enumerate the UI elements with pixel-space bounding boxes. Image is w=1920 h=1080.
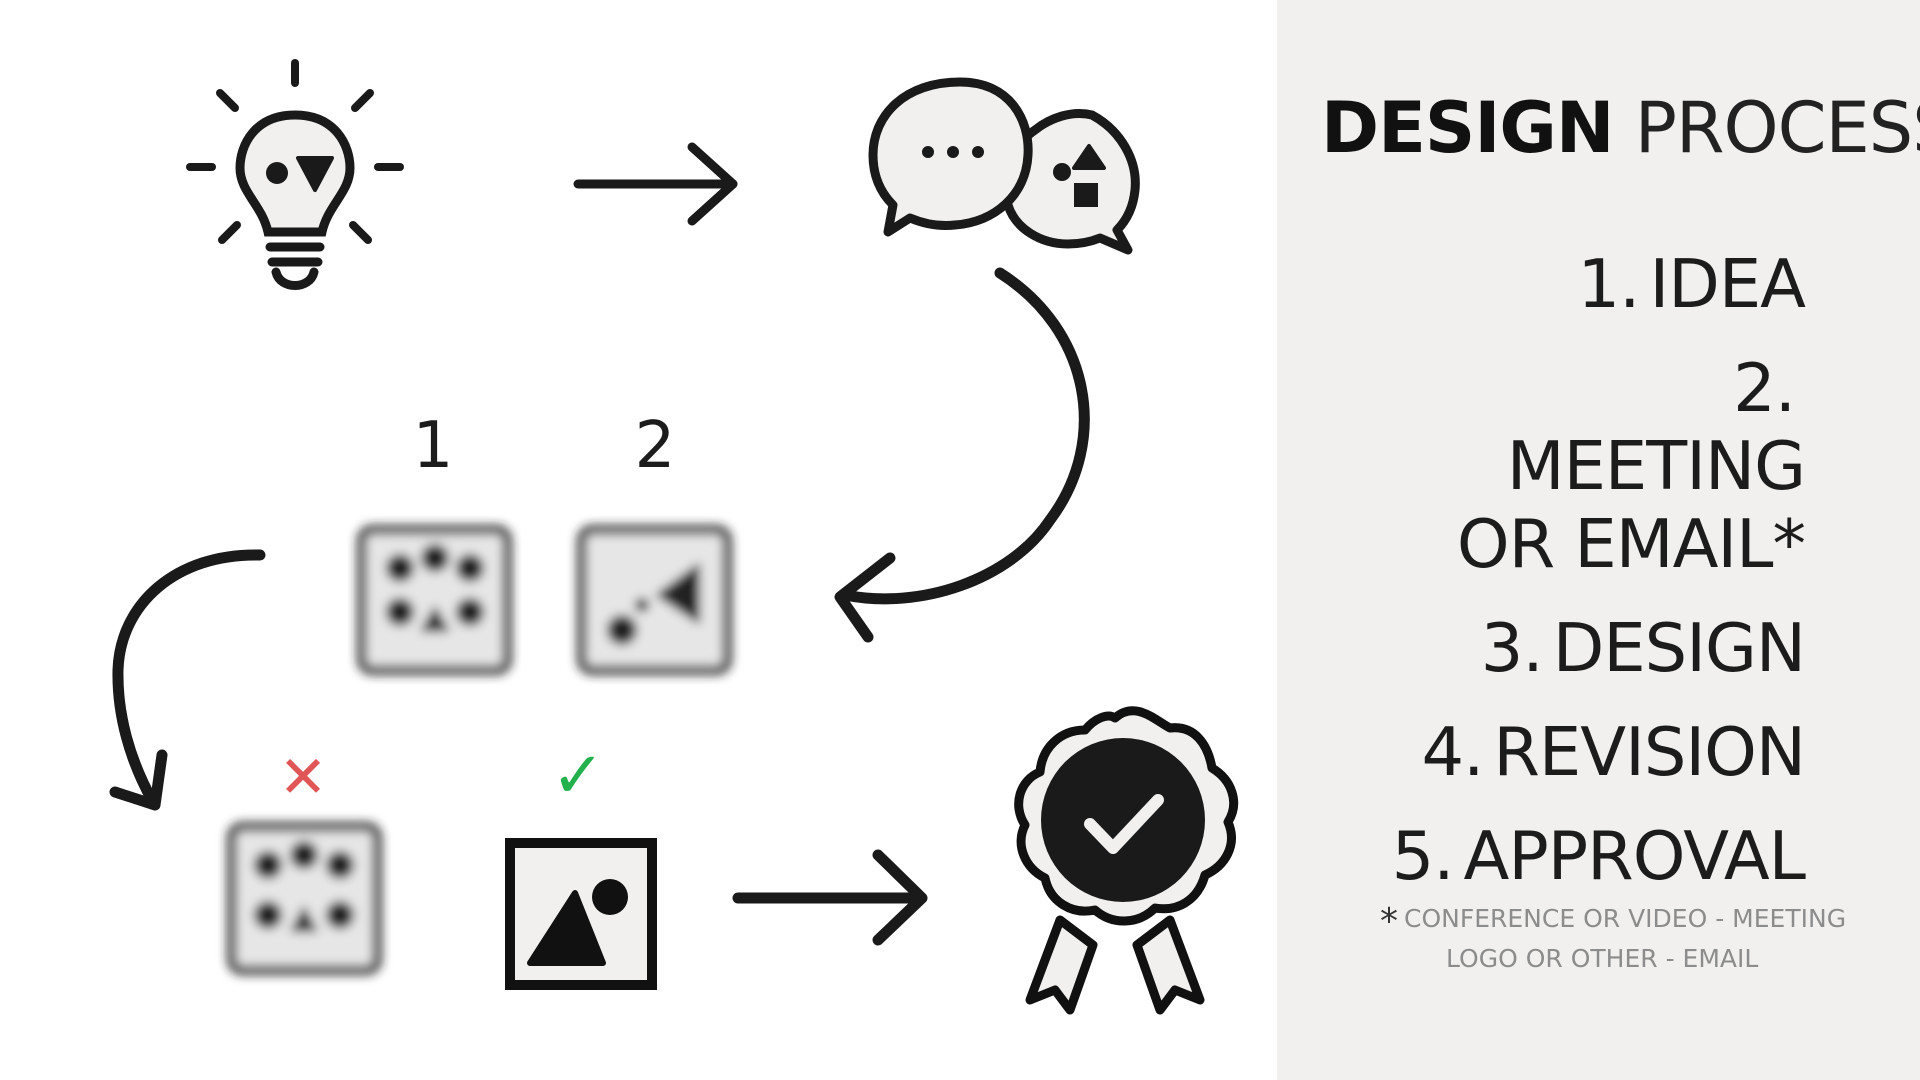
step-approval: 5.APPROVAL xyxy=(1391,817,1806,895)
footnote-line-1: CONFERENCE OR VIDEO - MEETING xyxy=(1404,904,1847,933)
step-label: APPROVAL xyxy=(1463,817,1806,895)
option-label-1: 1 xyxy=(413,409,454,483)
chat-bubbles-icon xyxy=(868,77,1140,255)
step-idea: 1.IDEA xyxy=(1392,245,1806,323)
sidebar-panel: DESIGN PROCESS 1.IDEA 2.MEETING OR EMAIL… xyxy=(1277,0,1920,1080)
step-number: 3. xyxy=(1480,609,1544,687)
step-label-line: OR EMAIL* xyxy=(1456,505,1806,583)
steps-list: 1.IDEA 2.MEETING OR EMAIL* 3.DESIGN 4.RE… xyxy=(1391,245,1806,921)
approval-badge-icon xyxy=(1014,706,1239,1015)
step-revision: 4.REVISION xyxy=(1392,713,1806,791)
design-option-2-thumbnail xyxy=(577,525,732,675)
design-process-diagram: 1 2 ✕ ✓ xyxy=(109,59,1239,1015)
footnote-star: * xyxy=(1380,901,1398,942)
approved-design-image-icon xyxy=(505,838,657,990)
design-option-1-thumbnail xyxy=(357,525,512,675)
step-label: IDEA xyxy=(1649,245,1806,323)
title-light: PROCESS xyxy=(1634,87,1920,169)
footnote-line-2: LOGO OR OTHER - EMAIL xyxy=(1446,944,1759,973)
curved-arrow-icon xyxy=(834,267,1090,643)
step-label-line: 2.MEETING xyxy=(1392,349,1806,505)
step-label: DESIGN xyxy=(1552,609,1806,687)
step-number: 1. xyxy=(1577,245,1641,323)
arrow-right-icon-2 xyxy=(732,849,928,946)
step-meeting: 2.MEETING OR EMAIL* xyxy=(1392,349,1806,583)
step-label: REVISION xyxy=(1493,713,1806,791)
lightbulb-icon xyxy=(186,59,404,290)
curved-arrow-left-icon xyxy=(109,549,266,811)
page-title: DESIGN PROCESS xyxy=(1321,88,1920,168)
step-label: MEETING xyxy=(1506,427,1806,505)
arrow-right-icon xyxy=(573,142,738,226)
footnote: *CONFERENCE OR VIDEO - MEETING LOGO OR O… xyxy=(1380,900,1846,977)
rejected-design-thumbnail xyxy=(227,822,382,975)
approved-mark-icon: ✓ xyxy=(551,739,605,813)
step-number: 4. xyxy=(1421,713,1484,791)
step-number: 2. xyxy=(1733,349,1796,427)
option-label-2: 2 xyxy=(635,409,676,483)
step-number: 5. xyxy=(1391,817,1455,895)
rejected-mark-icon: ✕ xyxy=(279,743,328,811)
title-bold: DESIGN xyxy=(1321,87,1614,169)
step-design: 3.DESIGN xyxy=(1392,609,1806,687)
